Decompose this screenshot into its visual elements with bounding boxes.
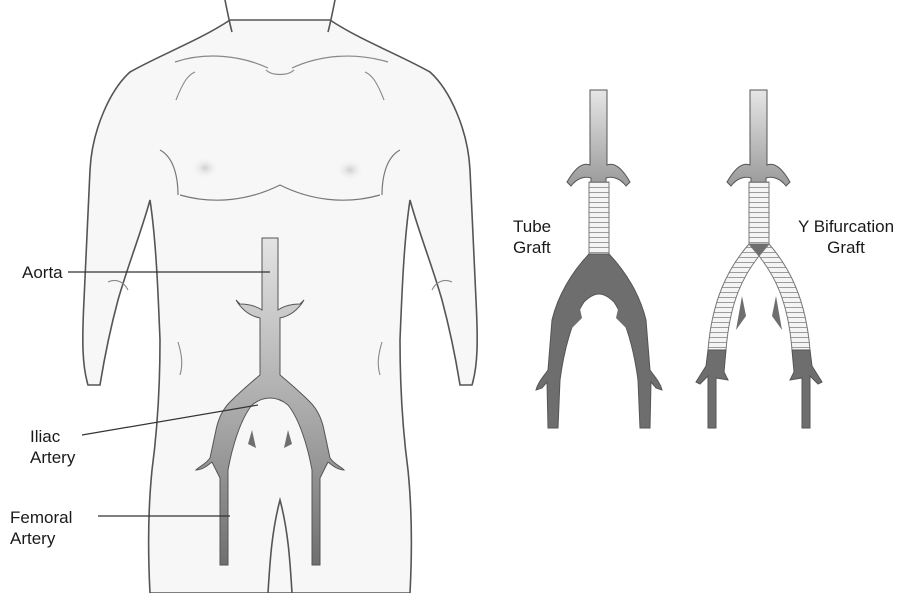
label-iliac-line1: Iliac — [30, 426, 75, 447]
label-aorta: Aorta — [22, 262, 63, 283]
label-tube-line1: Tube — [513, 216, 551, 237]
label-y-bifurcation-graft: Y Bifurcation Graft — [786, 216, 906, 258]
tube-graft-illustration — [536, 90, 662, 428]
y-graft-aorta-top — [727, 90, 790, 186]
label-iliac-line2: Artery — [30, 447, 75, 468]
nipple-right — [336, 159, 364, 181]
tube-graft-aorta-top — [567, 90, 630, 186]
y-graft-illustration — [696, 90, 822, 428]
y-graft-body — [749, 182, 769, 244]
label-tube-line2: Graft — [513, 237, 551, 258]
y-graft-femoral-right — [790, 350, 822, 428]
body-illustration — [83, 0, 477, 593]
y-graft-spur-right — [772, 296, 782, 330]
y-graft-leg-left — [708, 244, 759, 350]
tube-graft-segment — [589, 182, 609, 254]
y-graft-femoral-left — [696, 350, 728, 428]
label-femoral-artery: Femoral Artery — [10, 507, 72, 549]
label-ybif-line2: Graft — [786, 237, 906, 258]
label-tube-graft: Tube Graft — [513, 216, 551, 258]
tube-graft-iliac-branch — [536, 254, 662, 428]
label-femoral-line1: Femoral — [10, 507, 72, 528]
label-iliac-artery: Iliac Artery — [30, 426, 75, 468]
label-ybif-line1: Y Bifurcation — [786, 216, 906, 237]
nipple-left — [191, 157, 219, 179]
y-graft-spur-left — [736, 296, 746, 330]
body-silhouette — [83, 20, 477, 593]
label-femoral-line2: Artery — [10, 528, 72, 549]
y-graft-leg-right — [759, 244, 810, 350]
